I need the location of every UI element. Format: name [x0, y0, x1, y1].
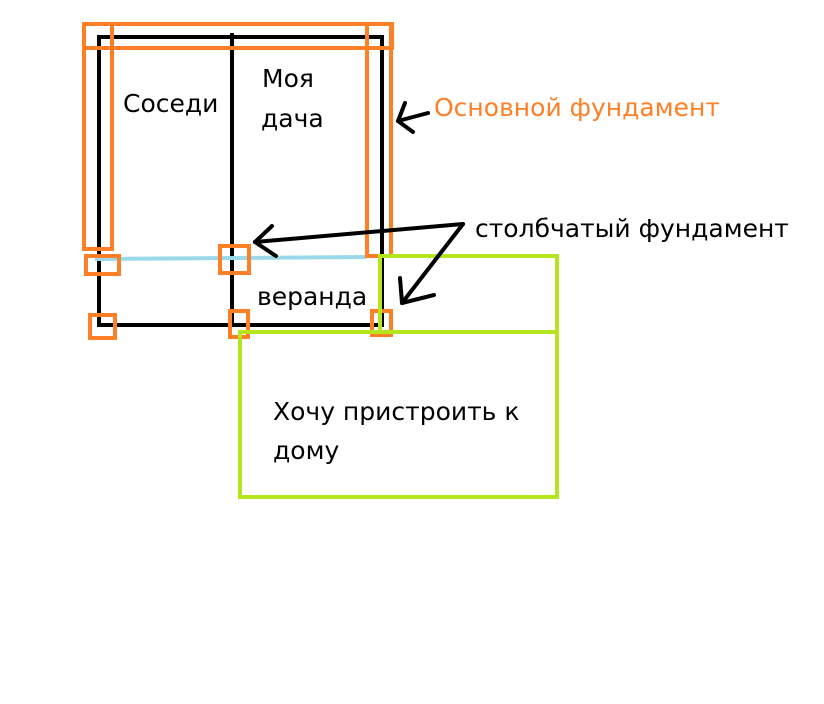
- arrow-main-foundation: [396, 101, 430, 134]
- foundation-left: [82, 22, 114, 251]
- arrow-pillar-to-wall: [253, 222, 465, 258]
- house-outline: [97, 35, 384, 327]
- label-neighbors: Соседи: [123, 89, 218, 118]
- label-main-foundation: Основной фундамент: [434, 93, 720, 122]
- extension-large: [238, 330, 559, 499]
- label-my-dacha-1: Моя: [262, 64, 314, 93]
- label-extension-1: Хочу пристроить к: [273, 397, 519, 426]
- label-veranda: веранда: [257, 282, 367, 311]
- label-my-dacha-2: дача: [261, 104, 324, 133]
- foundation-right: [365, 22, 393, 258]
- pillar-foundation-2: [218, 244, 251, 275]
- veranda-divider-line: [94, 255, 367, 261]
- pillar-foundation-3: [88, 313, 117, 340]
- label-pillar-foundation: столбчатый фундамент: [475, 214, 789, 243]
- pillar-foundation-1: [84, 254, 121, 276]
- arrow-pillar-to-corner: [398, 222, 465, 305]
- label-extension-2: дому: [273, 436, 339, 465]
